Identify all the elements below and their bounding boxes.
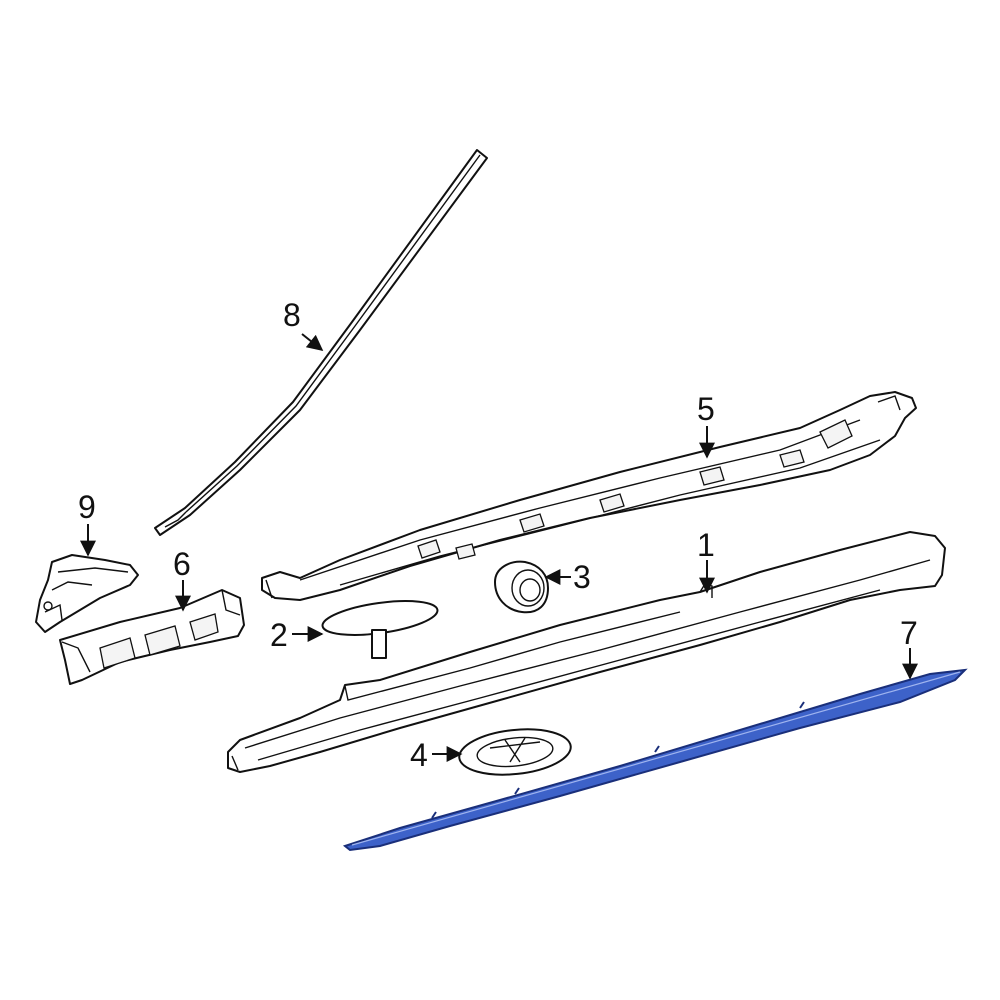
callout-5: 5 (697, 391, 715, 459)
callout-1: 1 (697, 527, 715, 594)
part-1-rocker-reinforcement[interactable] (227, 531, 946, 773)
callout-label: 7 (900, 615, 918, 651)
callout-label: 8 (283, 297, 301, 333)
part-7-rocker-molding[interactable] (342, 668, 968, 852)
callout-label: 9 (78, 489, 96, 525)
callout-label: 4 (410, 737, 428, 773)
part-9-clip-bracket[interactable] (35, 554, 139, 633)
callout-label: 6 (173, 546, 191, 582)
callout-label: 5 (697, 391, 715, 427)
part-2-plug[interactable] (320, 595, 439, 659)
callout-2: 2 (270, 617, 324, 653)
callout-3: 3 (544, 559, 591, 595)
callout-4: 4 (410, 737, 463, 773)
callout-8: 8 (283, 297, 324, 351)
part-6-front-bracket[interactable] (59, 589, 245, 685)
part-8-pillar-trim-strip[interactable] (154, 149, 488, 536)
callout-label: 1 (697, 527, 715, 563)
part-5-rocker-bracket[interactable] (261, 391, 917, 601)
part-4-access-cover[interactable] (457, 724, 573, 779)
part-3-grommet[interactable] (494, 560, 549, 614)
callout-label: 2 (270, 617, 288, 653)
callout-9: 9 (78, 489, 96, 557)
callout-6: 6 (173, 546, 191, 612)
callout-7: 7 (900, 615, 918, 680)
callout-label: 3 (573, 559, 591, 595)
